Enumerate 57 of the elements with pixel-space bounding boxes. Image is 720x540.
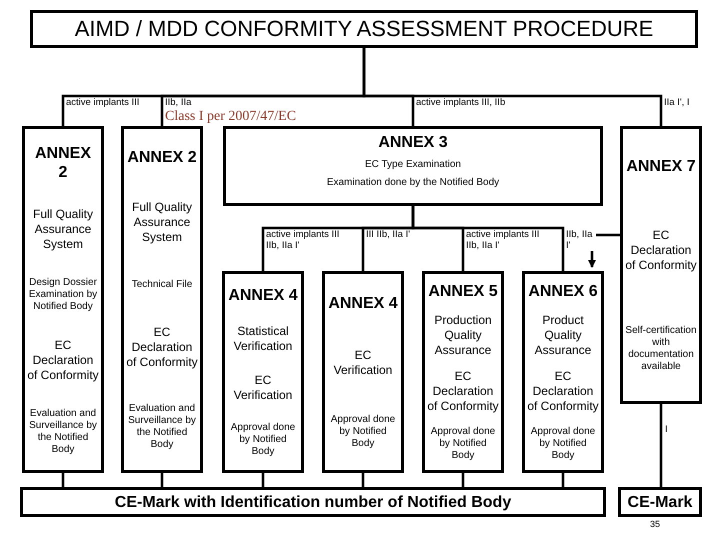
annex-text: EC Declaration of Conformity: [625, 228, 697, 273]
annex-heading: ANNEX 2: [34, 144, 92, 182]
annex-text: Approval done by Notified Body: [430, 426, 496, 462]
annex-box: [222, 271, 304, 473]
result-box: [20, 487, 606, 517]
annex-text: EC Declaration of Conformity: [427, 369, 499, 414]
annex-heading: ANNEX 4: [228, 286, 298, 305]
annex-heading: ANNEX 6: [528, 282, 598, 301]
annex-text: Design Dossier Examination by Notified Body: [28, 276, 98, 312]
connector-line: [160, 473, 164, 487]
connector-line: [262, 473, 264, 487]
result-box: [618, 487, 702, 517]
title-text: AIMD / MDD CONFORMITY ASSESSMENT PROCEDURE: [74, 16, 654, 42]
annex-box: [422, 271, 504, 473]
connector-line: [362, 473, 364, 487]
annex-text: Approval done by Notified Body: [330, 414, 396, 450]
annex-text: Evaluation and Surveillance by the Notified Body: [28, 408, 98, 456]
title-box: [30, 10, 698, 48]
annex-text: Approval done by Notified Body: [230, 422, 296, 458]
annex-heading: ANNEX 4: [328, 294, 398, 313]
annex-text: EC Declaration of Conformity: [126, 324, 198, 370]
annex-text: EC Declaration of Conformity: [27, 338, 99, 382]
annex-text: Statistical Verification: [232, 324, 294, 354]
result-text: CE-Mark: [628, 492, 692, 512]
annex-text: Evaluation and Surveillance by the Notified Body: [127, 403, 197, 452]
annex-text: Approval done by Notified Body: [530, 426, 596, 462]
connector-line: [362, 48, 662, 126]
annex-heading: ANNEX 2: [127, 148, 197, 167]
annex-box: [22, 126, 104, 473]
annex-text: Product Quality Assurance: [534, 312, 592, 358]
annex-heading: ANNEX 5: [428, 282, 498, 301]
annex-box: [620, 126, 702, 404]
annex-text: EC Verification: [232, 373, 294, 404]
annex-heading: ANNEX 3: [377, 133, 449, 152]
annex-text: Production Quality Assurance: [433, 312, 493, 358]
annex-text: EC Type Examination: [364, 159, 462, 171]
annex-box: [223, 126, 603, 206]
annex-text: Technical File: [132, 278, 192, 291]
annex-box: [322, 271, 404, 473]
class-note: Class I per 2007/47/EC: [165, 109, 296, 125]
annex-text: Self-certification with documentation available: [625, 325, 697, 373]
annex-heading: ANNEX 7: [626, 157, 696, 176]
edge-label: IIb, IIa I': [566, 230, 596, 251]
connector-line: [660, 404, 662, 487]
annex-text: Full Quality Assurance System: [130, 200, 194, 246]
connector-line: [462, 473, 464, 487]
connector-line: [412, 206, 564, 271]
annex-text: EC Declaration of Conformity: [527, 369, 599, 414]
page-number: 35: [650, 519, 660, 529]
connector-line: [562, 473, 564, 487]
result-text: CE-Mark with Identification number of Notified Body: [114, 492, 512, 512]
annex-box: [121, 126, 203, 473]
annex-text: Examination done by the Notified Body: [326, 177, 500, 189]
connector-line: [62, 473, 64, 487]
annex-box: [522, 271, 604, 473]
annex-text: EC Verification: [332, 348, 394, 378]
annex-text: Full Quality Assurance System: [32, 206, 94, 252]
